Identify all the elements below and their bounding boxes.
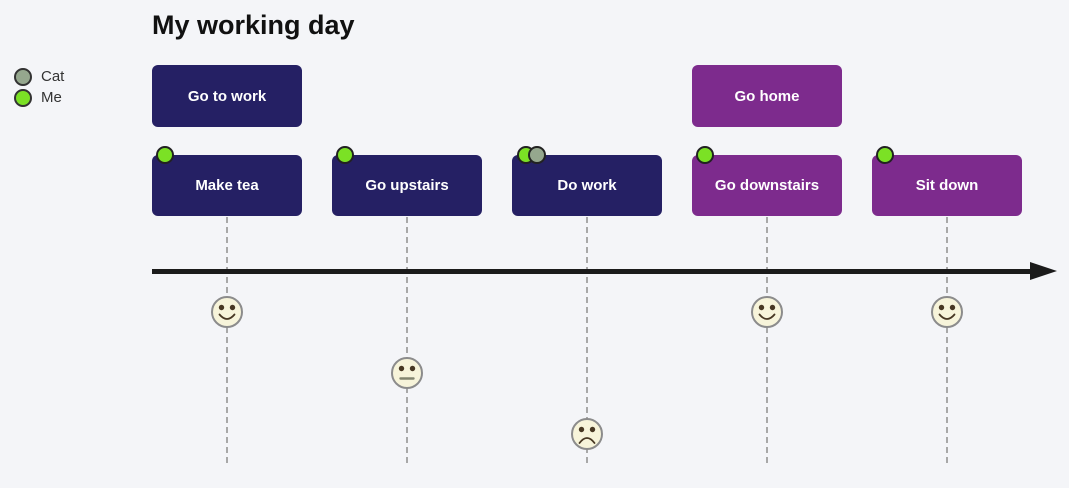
- happy-face-icon: [751, 296, 783, 328]
- section-box-go-to-work: Go to work: [152, 65, 302, 127]
- guide-line: [766, 217, 768, 463]
- task-label: Sit down: [915, 177, 979, 194]
- timeline-axis: [152, 269, 1032, 274]
- legend-item-me: Me: [14, 87, 64, 108]
- guide-line: [946, 217, 948, 463]
- actor-dot-me: [156, 146, 174, 164]
- task-label: Do work: [557, 177, 617, 194]
- cat-color-swatch: [14, 67, 32, 86]
- actor-dot-cat: [528, 146, 546, 164]
- task-box-make-tea: Make tea: [152, 146, 302, 216]
- legend-item-cat: Cat: [14, 66, 64, 87]
- sad-face-icon: [571, 418, 603, 450]
- actor-dot-me: [696, 146, 714, 164]
- happy-face-icon: [931, 296, 963, 328]
- guide-line: [226, 217, 228, 463]
- section-label: Go to work: [187, 87, 267, 105]
- task-label: Go upstairs: [365, 177, 449, 194]
- arrowhead-icon: [1030, 262, 1057, 280]
- task-box-go-upstairs: Go upstairs: [332, 146, 482, 216]
- happy-face-icon: [211, 296, 243, 328]
- task-label: Make tea: [195, 177, 259, 194]
- task-label: Go downstairs: [714, 177, 820, 194]
- guide-line: [406, 217, 408, 463]
- task-box-go-downstairs: Go downstairs: [692, 146, 842, 216]
- actor-dot-me: [336, 146, 354, 164]
- section-label: Go home: [734, 87, 800, 105]
- diagram-title: My working day: [152, 10, 355, 40]
- me-color-swatch: [14, 88, 32, 107]
- legend-label: Me: [41, 89, 62, 106]
- actor-dot-me: [876, 146, 894, 164]
- actor-legend: Cat Me: [14, 66, 64, 108]
- task-box-sit-down: Sit down: [872, 146, 1022, 216]
- legend-label: Cat: [41, 68, 65, 85]
- section-box-go-home: Go home: [692, 65, 842, 127]
- neutral-face-icon: [391, 357, 423, 389]
- guide-line: [586, 217, 588, 463]
- task-box-do-work: Do work: [512, 146, 662, 216]
